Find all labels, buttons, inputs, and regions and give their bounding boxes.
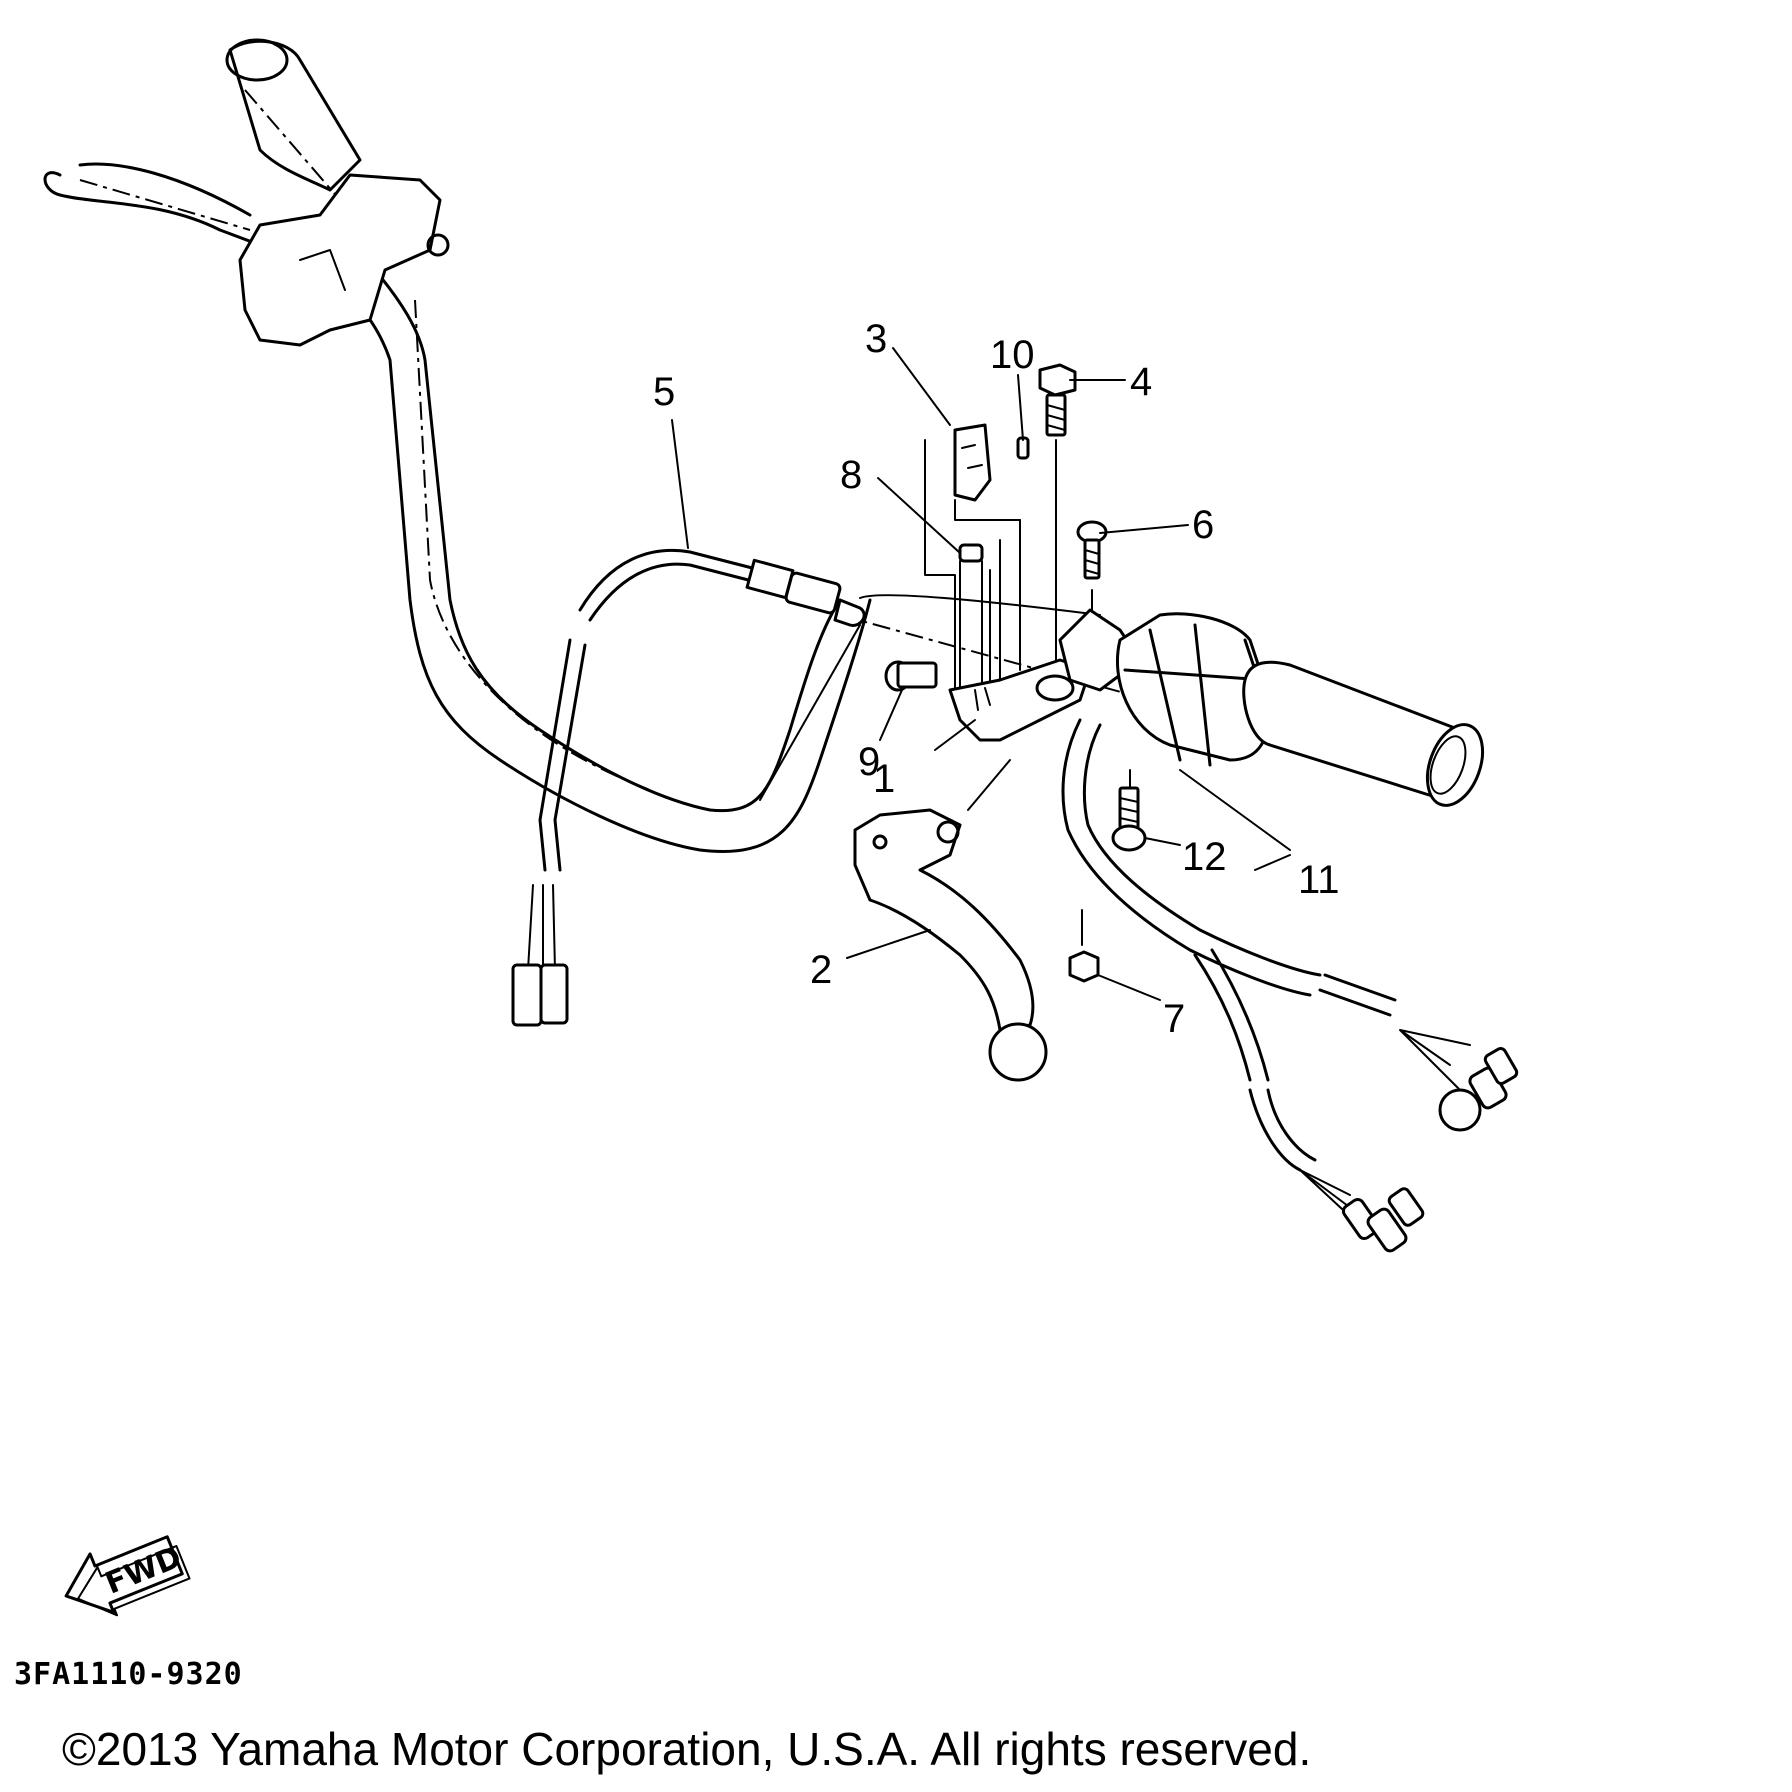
forward-arrow-icon: FWD bbox=[64, 1535, 191, 1617]
part-3-bracket bbox=[924, 423, 1021, 701]
part-8-spring bbox=[958, 539, 1001, 691]
callout-4: 4 bbox=[1130, 360, 1152, 404]
callout-7: 7 bbox=[1163, 997, 1185, 1041]
copyright-notice: ©2013 Yamaha Motor Corporation, U.S.A. A… bbox=[62, 1723, 1312, 1775]
callout-2: 2 bbox=[810, 948, 832, 992]
part-10-pin bbox=[1016, 436, 1030, 460]
part-1-lever-holder bbox=[948, 658, 1092, 742]
callout-8: 8 bbox=[840, 453, 862, 497]
callout-1: 1 bbox=[873, 757, 895, 801]
part-11-switch-housing bbox=[1058, 608, 1272, 767]
callouts: 1 2 3 4 5 6 7 8 9 10 11 12 bbox=[653, 317, 1340, 1041]
part-6-screw bbox=[1076, 520, 1108, 621]
left-lever bbox=[43, 162, 262, 247]
part-2-lever bbox=[853, 808, 1048, 1082]
callout-12: 12 bbox=[1182, 835, 1227, 879]
part-4-bolt bbox=[1038, 363, 1077, 691]
callout-3: 3 bbox=[865, 317, 887, 361]
left-lever-holder bbox=[238, 173, 450, 347]
leader-lines bbox=[671, 347, 1291, 1001]
cable-clutch-switch bbox=[511, 548, 866, 1027]
part-9-pivot-bolt bbox=[884, 660, 938, 692]
right-grip bbox=[1242, 660, 1485, 807]
callout-9: 9 bbox=[858, 740, 880, 784]
left-grip bbox=[225, 38, 362, 201]
callout-5: 5 bbox=[653, 370, 675, 414]
part-code: 3FA1110-9320 bbox=[14, 1657, 243, 1692]
part-7-nut bbox=[1068, 909, 1100, 983]
wire-harness bbox=[1061, 718, 1519, 1253]
callout-10: 10 bbox=[990, 333, 1035, 377]
callout-11: 11 bbox=[1298, 858, 1340, 902]
callout-6: 6 bbox=[1192, 503, 1214, 547]
part-12-screw bbox=[1111, 769, 1147, 852]
handlebar bbox=[328, 268, 1151, 853]
